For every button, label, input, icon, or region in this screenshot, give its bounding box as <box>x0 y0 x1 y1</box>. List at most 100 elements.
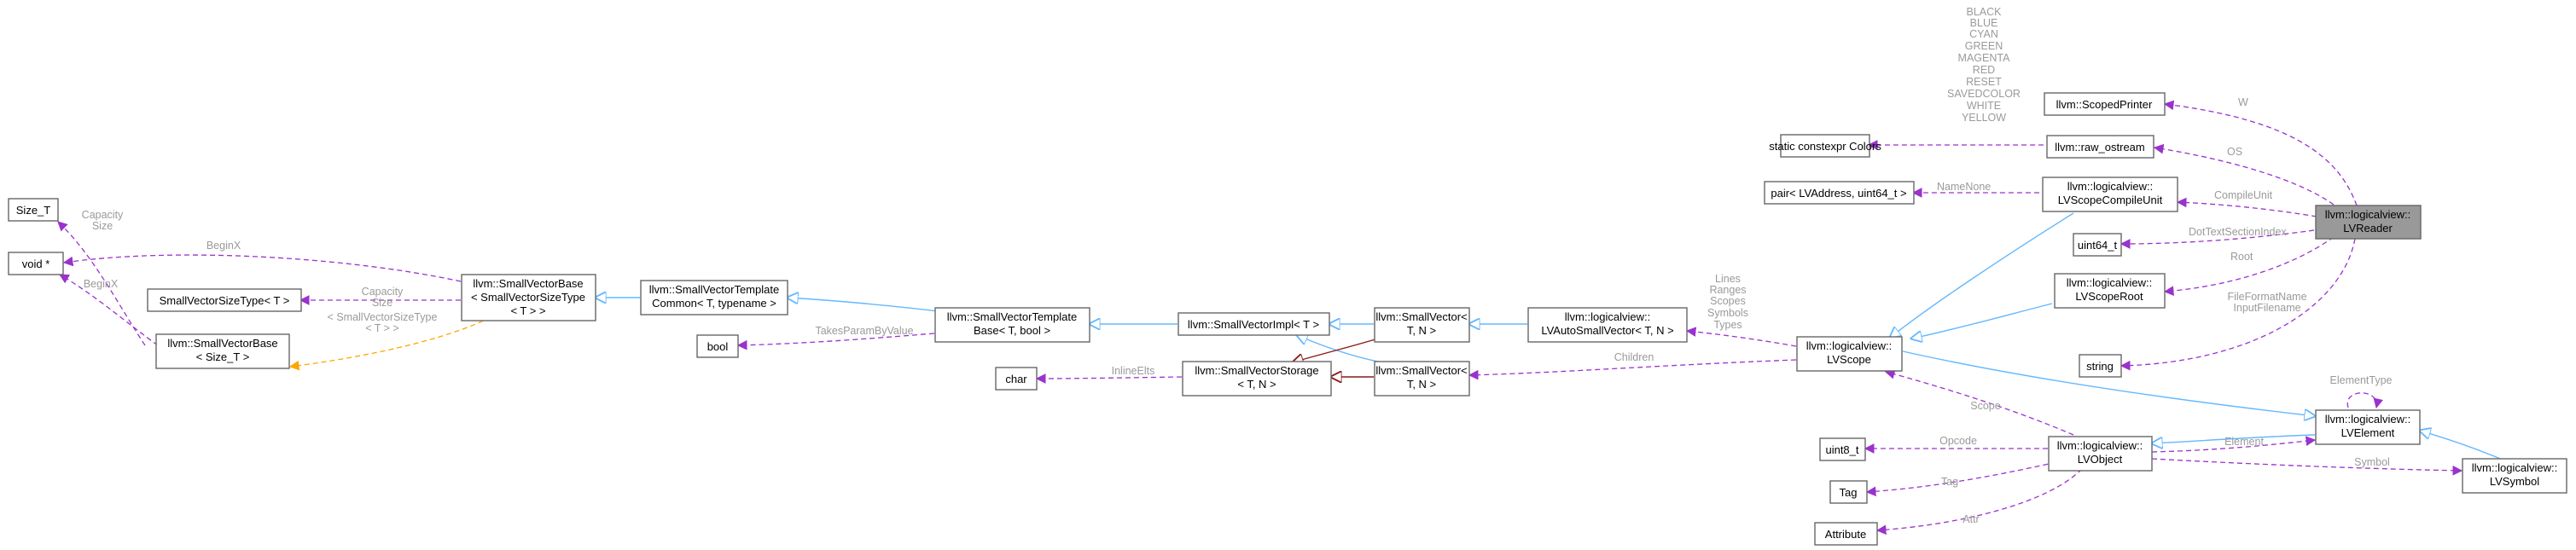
label-color-5: RED <box>1973 64 1995 76</box>
edge-symbol-edge <box>2151 458 2463 476</box>
label-color-9: YELLOW <box>1962 112 2006 124</box>
node-void-ptr[interactable]: void * <box>8 252 64 275</box>
node-smallvectorimpl[interactable]: llvm::SmallVectorImpl< T > <box>1178 312 1330 336</box>
label-attr: Attr <box>1963 513 1979 525</box>
label-element-edge: Element <box>2224 436 2264 448</box>
label-scope-member-0: Lines <box>1715 273 1741 285</box>
node-templatecommon[interactable]: llvm::SmallVectorTemplate Common< T, typ… <box>640 280 788 316</box>
label-scope-member-2: Scopes <box>1710 295 1746 307</box>
label-beginx-top: BeginX <box>206 240 241 252</box>
node-uint64[interactable]: uint64_t <box>2073 233 2122 257</box>
node-uint8[interactable]: uint8_t <box>1819 437 1866 461</box>
svg-text:pair< LVAddress, uint64_t >: pair< LVAddress, uint64_t > <box>1771 187 1906 200</box>
node-autosmallvector[interactable]: llvm::logicalview:: LVAutoSmallVector< T… <box>1527 307 1688 343</box>
label-tag-edge: Tag <box>1941 476 1958 488</box>
node-scoperoot[interactable]: llvm::logicalview:: LVScopeRoot <box>2054 273 2166 309</box>
node-smallvectorstorage[interactable]: llvm::SmallVectorStorage < T, N > <box>1182 361 1332 397</box>
node-lvelement[interactable]: llvm::logicalview:: LVElement <box>2315 409 2421 445</box>
label-scope-member-3: Symbols <box>1707 307 1748 319</box>
label-opcode: Opcode <box>1939 435 1977 447</box>
node-scopecompileunit[interactable]: llvm::logicalview:: LVScopeCompileUnit <box>2042 177 2178 212</box>
label-color-6: RESET <box>1966 76 2002 88</box>
label-color-7: SAVEDCOLOR <box>1947 88 2021 100</box>
edge-w <box>2163 100 2358 206</box>
edge-root <box>2163 236 2335 296</box>
label-root: Root <box>2230 251 2253 263</box>
edge-smallvector1-storage <box>1293 335 1387 362</box>
edge-compileunit-scope <box>1890 212 2074 338</box>
label-fileformat-1: InputFilename <box>2233 302 2300 314</box>
edge-takesparambyvalue <box>736 333 935 350</box>
node-lvreader[interactable]: llvm::logicalview:: LVReader <box>2315 205 2422 240</box>
label-scope-member-4: Types <box>1713 319 1742 331</box>
svg-text:llvm::SmallVectorStorage: llvm::SmallVectorStorage <box>1195 364 1318 377</box>
label-template-arg-0: < SmallVectorSizeType <box>328 311 438 323</box>
svg-text:char: char <box>1005 373 1027 385</box>
edge-beginx-left <box>58 274 159 346</box>
svg-text:LVSymbol: LVSymbol <box>2490 475 2539 488</box>
node-bool[interactable]: bool <box>696 334 739 358</box>
label-color-0: BLACK <box>1967 6 2003 18</box>
svg-text:Attribute: Attribute <box>1825 528 1866 541</box>
node-lvsymbol[interactable]: llvm::logicalview:: LVSymbol <box>2462 458 2567 494</box>
svg-text:< SmallVectorSizeType: < SmallVectorSizeType <box>471 291 585 304</box>
node-sizetype[interactable]: SmallVectorSizeType< T > <box>147 288 302 312</box>
label-capacity-mid-1: Size <box>372 297 393 309</box>
edge-labels: BLACK BLUE CYAN GREEN MAGENTA RED RESET … <box>82 6 2393 525</box>
svg-text:llvm::logicalview::: llvm::logicalview:: <box>2057 439 2143 452</box>
svg-text:llvm::logicalview::: llvm::logicalview:: <box>1565 310 1650 323</box>
node-raw-ostream[interactable]: llvm::raw_ostream <box>2046 135 2154 159</box>
colors-label-list: BLACK BLUE CYAN GREEN MAGENTA RED RESET … <box>1947 6 2021 124</box>
edge-templatebase-common <box>788 298 961 315</box>
svg-text:Base< T, bool >: Base< T, bool > <box>974 324 1050 337</box>
label-takesparambyvalue: TakesParamByValue <box>815 325 913 337</box>
node-string[interactable]: string <box>2079 354 2122 378</box>
node-colors[interactable]: static constexpr Colors <box>1769 134 1881 158</box>
label-dottextsectionindex: DotTextSectionIndex <box>2189 226 2287 238</box>
label-template-arg-1: < T > > <box>365 322 399 334</box>
node-smallvectorbase[interactable]: llvm::SmallVectorBase < SmallVectorSizeT… <box>461 274 596 321</box>
node-lvobject[interactable]: llvm::logicalview:: LVObject <box>2048 436 2153 472</box>
label-symbol-edge: Symbol <box>2354 456 2390 468</box>
svg-text:llvm::ScopedPrinter: llvm::ScopedPrinter <box>2056 98 2153 111</box>
node-templatebase[interactable]: llvm::SmallVectorTemplate Base< T, bool … <box>934 307 1090 343</box>
edge-beginx-top <box>62 254 462 282</box>
svg-text:LVReader: LVReader <box>2343 222 2393 234</box>
svg-text:void *: void * <box>22 258 50 270</box>
node-attribute[interactable]: Attribute <box>1814 522 1878 546</box>
label-inlineelts: InlineElts <box>1112 365 1155 377</box>
edge-scope-element <box>1902 350 2315 416</box>
svg-text:T, N >: T, N > <box>1407 324 1436 337</box>
node-smallvector-1[interactable]: llvm::SmallVector< T, N > <box>1374 307 1470 343</box>
node-tag[interactable]: Tag <box>1829 480 1868 504</box>
svg-text:LVElement: LVElement <box>2341 426 2395 439</box>
edge-symbol-element <box>2420 431 2505 461</box>
svg-text:llvm::SmallVectorTemplate: llvm::SmallVectorTemplate <box>649 283 779 296</box>
svg-text:LVScopeCompileUnit: LVScopeCompileUnit <box>2058 194 2163 206</box>
svg-text:bool: bool <box>707 340 729 353</box>
svg-text:LVObject: LVObject <box>2078 453 2123 466</box>
label-w: W <box>2238 96 2248 108</box>
node-scopedprinter[interactable]: llvm::ScopedPrinter <box>2044 92 2166 116</box>
node-lvscope[interactable]: llvm::logicalview:: LVScope <box>1796 336 1903 372</box>
svg-text:llvm::logicalview::: llvm::logicalview:: <box>2067 276 2152 289</box>
nodes: llvm::logicalview:: LVReader llvm::Scope… <box>8 92 2567 546</box>
svg-text:llvm::SmallVector<: llvm::SmallVector< <box>1375 364 1467 377</box>
label-capacity-left-1: Size <box>92 220 113 232</box>
edge-template-arg <box>288 316 491 371</box>
svg-text:llvm::raw_ostream: llvm::raw_ostream <box>2055 141 2144 153</box>
node-smallvectorbase-size[interactable]: llvm::SmallVectorBase < Size_T > <box>155 333 290 369</box>
edges <box>57 100 2505 536</box>
node-size-t[interactable]: Size_T <box>8 198 59 222</box>
node-char[interactable]: char <box>995 367 1038 391</box>
svg-text:uint64_t: uint64_t <box>2078 239 2118 252</box>
edge-scope-back <box>1884 369 2074 436</box>
svg-text:LVAutoSmallVector< T, N >: LVAutoSmallVector< T, N > <box>1541 324 1673 337</box>
svg-text:uint8_t: uint8_t <box>1825 443 1858 456</box>
node-pair[interactable]: pair< LVAddress, uint64_t > <box>1764 181 1915 205</box>
edge-os <box>2153 143 2335 206</box>
label-capacity-left-0: Capacity <box>82 209 124 221</box>
node-smallvector-2[interactable]: llvm::SmallVector< T, N > <box>1374 361 1470 397</box>
label-color-4: MAGENTA <box>1958 52 2011 64</box>
